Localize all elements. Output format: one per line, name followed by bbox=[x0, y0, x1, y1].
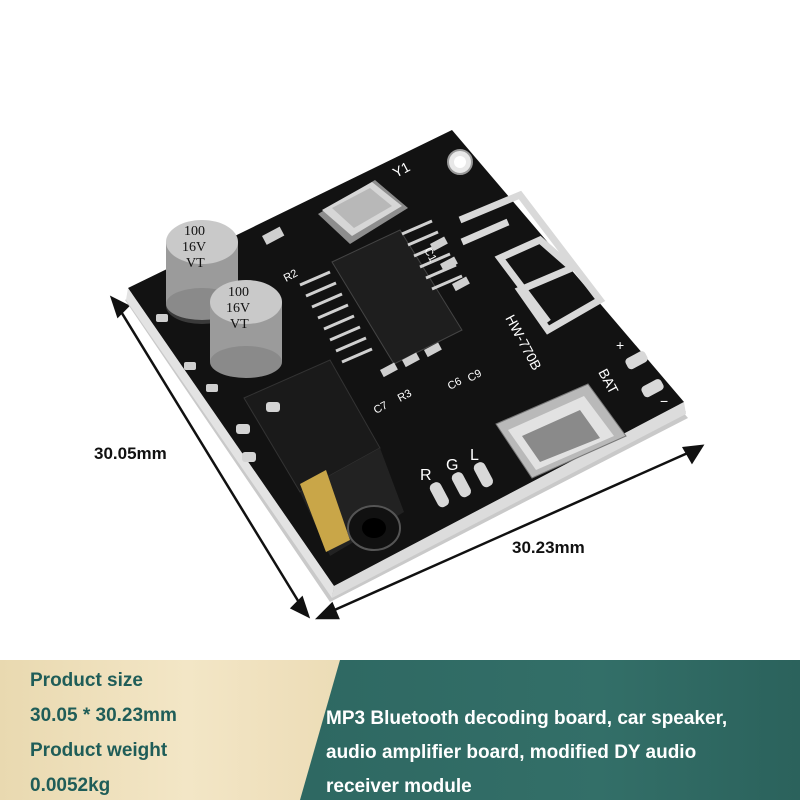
description-line: audio amplifier board, modified DY audio bbox=[326, 742, 697, 763]
capacitor-top: 100 16V VT bbox=[166, 220, 238, 324]
svg-text:C7: C7 bbox=[372, 399, 390, 416]
decoder-ic bbox=[299, 219, 463, 365]
label-y1: Y1 bbox=[390, 158, 413, 180]
description-panel bbox=[300, 660, 800, 800]
dimension-arrow-left bbox=[109, 295, 311, 619]
crystal-oscillator bbox=[318, 180, 408, 244]
board-illustration: Y1 HW-770B bbox=[109, 130, 705, 620]
svg-text:100: 100 bbox=[184, 224, 205, 239]
svg-text:C1: C1 bbox=[421, 246, 438, 264]
label-minus: − bbox=[660, 393, 668, 409]
description-line: receiver module bbox=[326, 776, 472, 797]
svg-text:C6: C6 bbox=[446, 375, 464, 392]
spec-weight-value: 0.0052kg bbox=[30, 775, 111, 796]
dimension-arrow-bottom bbox=[314, 444, 705, 620]
spec-weight-heading: Product weight bbox=[30, 740, 168, 761]
dimension-width-label: 30.05mm bbox=[94, 444, 167, 463]
svg-text:G: G bbox=[446, 457, 458, 474]
svg-text:VT: VT bbox=[230, 317, 249, 332]
dimension-length-label: 30.23mm bbox=[512, 538, 585, 557]
silkscreen-labels: R2 C1 C7 R3 C6 C9 bbox=[282, 246, 484, 417]
svg-text:R: R bbox=[420, 467, 432, 484]
micro-usb-port bbox=[495, 383, 627, 479]
svg-text:L: L bbox=[470, 447, 479, 464]
antenna-trace bbox=[458, 190, 606, 335]
description-line: MP3 Bluetooth decoding board, car speake… bbox=[326, 708, 728, 729]
svg-text:R2: R2 bbox=[282, 267, 300, 284]
rgl-labels: R G L bbox=[420, 447, 479, 484]
specs-panel: Product size 30.05 * 30.23mm Product wei… bbox=[0, 660, 340, 800]
svg-text:16V: 16V bbox=[182, 240, 206, 255]
info-banner: Product size 30.05 * 30.23mm Product wei… bbox=[0, 660, 800, 800]
smd-components bbox=[261, 226, 470, 378]
capacitor-bottom: 100 16V VT bbox=[210, 280, 282, 378]
svg-text:C9: C9 bbox=[466, 367, 484, 384]
svg-text:R3: R3 bbox=[396, 387, 414, 404]
battery-pads bbox=[625, 351, 664, 398]
spec-size-value: 30.05 * 30.23mm bbox=[30, 705, 177, 726]
svg-text:VT: VT bbox=[186, 256, 205, 271]
audio-jack bbox=[236, 359, 404, 556]
rgl-pads bbox=[429, 462, 494, 508]
svg-text:100: 100 bbox=[228, 285, 249, 300]
product-photo: Y1 HW-770B bbox=[94, 130, 705, 620]
label-plus: + bbox=[616, 337, 624, 353]
svg-text:16V: 16V bbox=[226, 301, 250, 316]
side-pins bbox=[156, 314, 218, 392]
spec-size-heading: Product size bbox=[30, 670, 143, 691]
